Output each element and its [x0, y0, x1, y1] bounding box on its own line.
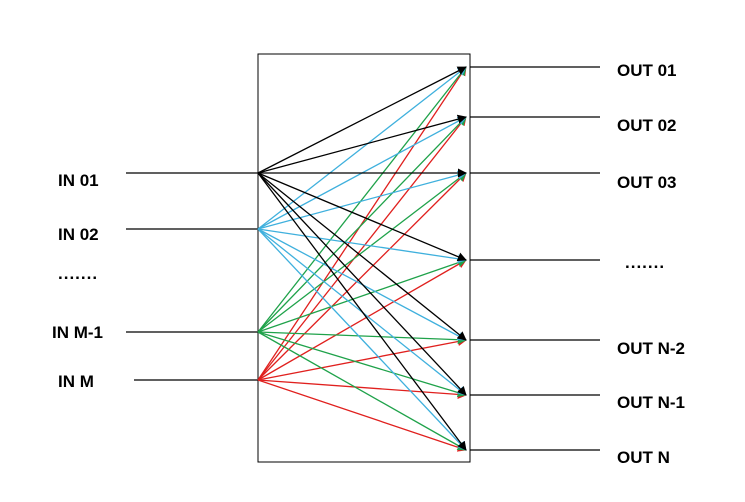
connection-in1-out6 [257, 172, 467, 396]
input-label-in-m-1: IN M-1 [52, 323, 103, 342]
connection-in1-out1 [257, 66, 467, 174]
connection-in1-out2 [257, 114, 467, 174]
connection-in4-out7 [257, 379, 467, 452]
output-label-out-02: OUT 02 [617, 116, 677, 135]
connection-in3-out5 [257, 331, 467, 345]
connection-in4-out4 [257, 259, 467, 381]
switch-box [257, 53, 471, 463]
output-label-out-n-1: OUT N-1 [617, 393, 685, 412]
connection-in3-out3 [257, 172, 467, 333]
input-label-in-02: IN 02 [58, 225, 99, 244]
connection-in4-out5 [257, 337, 467, 381]
output-ellipsis: ....... [625, 253, 666, 272]
connection-in3-out4 [257, 258, 467, 333]
connection-in2-out3 [257, 170, 467, 230]
input-label-in-m: IN M [58, 372, 94, 391]
connection-in1-out5 [257, 172, 467, 341]
connection-in3-out7 [257, 331, 467, 451]
connection-in2-out7 [257, 228, 467, 451]
connection-in3-out2 [257, 116, 467, 333]
input-label-in-01: IN 01 [58, 171, 99, 190]
connection-in3-out1 [257, 66, 467, 333]
output-label-out-03: OUT 03 [617, 173, 677, 192]
connection-in2-out4 [257, 228, 467, 264]
connection-in1-out4 [257, 172, 467, 262]
output-label-out-n-2: OUT N-2 [617, 339, 685, 358]
input-ellipsis: ....... [58, 264, 99, 283]
connection-in4-out3 [257, 172, 467, 381]
output-label-out-n: OUT N [617, 448, 670, 467]
connection-in4-out1 [257, 66, 467, 381]
connection-in4-out2 [257, 116, 467, 381]
output-label-out-01: OUT 01 [617, 61, 677, 80]
connection-in1-out7 [257, 172, 467, 451]
connection-in3-out6 [257, 331, 467, 397]
connection-in4-out6 [257, 379, 467, 399]
connection-in2-out1 [257, 66, 467, 230]
